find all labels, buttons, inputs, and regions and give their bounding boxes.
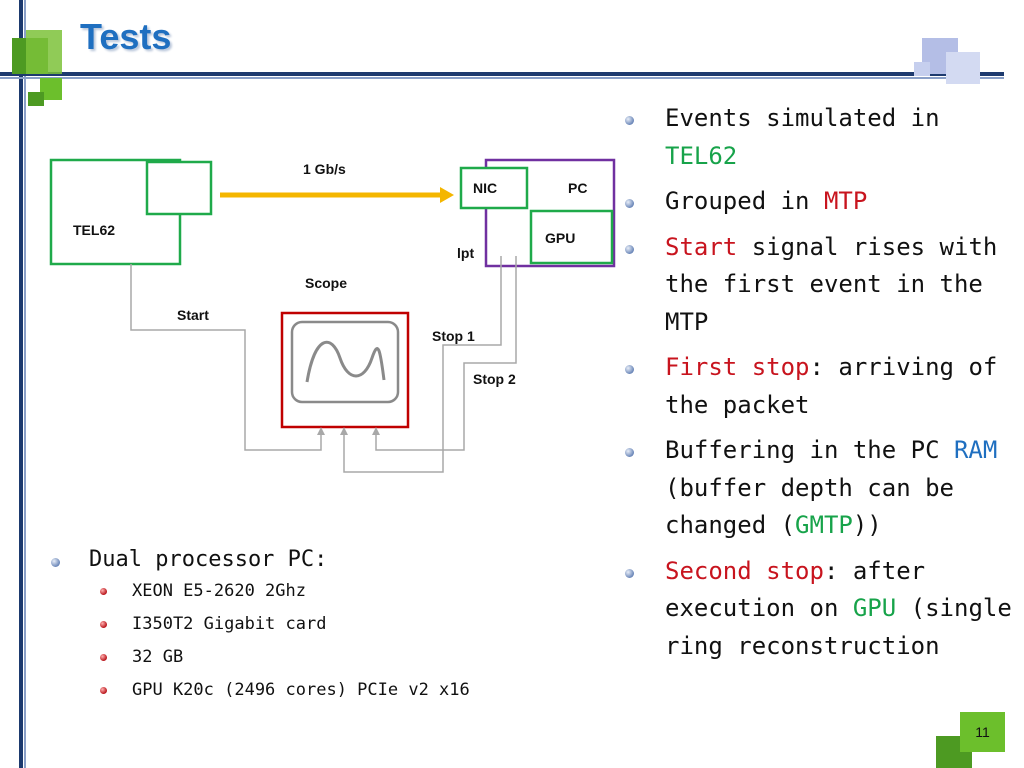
sub-bullet-icon [100, 588, 107, 595]
page-number: 11 [960, 712, 1005, 752]
highlighted-term: GMTP [795, 511, 853, 539]
start-wire [130, 264, 322, 451]
bullet-item: Events simulated in TEL62 [622, 100, 1022, 175]
bullet-icon [51, 558, 60, 567]
link-speed-label: 1 Gb/s [303, 161, 346, 177]
sub-bullet-item: 32 GB [100, 645, 568, 669]
highlighted-term: TEL62 [665, 141, 738, 170]
bullet-text: (single ring reconstruction [665, 594, 1012, 660]
bullet-icon [625, 448, 634, 457]
sub-bullet-text: I350T2 Gigabit card [132, 614, 327, 634]
bullet-text: Events simulated in [665, 104, 940, 132]
pc-box [484, 158, 616, 268]
bullet-icon [625, 244, 634, 254]
sub-bullet-item: GPU K20c (2496 cores) PCIe v2 x16 [100, 678, 568, 702]
bullet-icon [625, 116, 634, 125]
test-setup-diagram: TEL62 1 Gb/s NIC PC GPU lpt Scope Start … [49, 158, 616, 473]
scope-screen [290, 320, 400, 404]
decor-square [28, 92, 44, 106]
stop1-wire-arrowhead [340, 427, 348, 435]
bullet-item: Buffering in the PC RAM (buffer depth ca… [622, 432, 1022, 545]
highlighted-term: First stop [665, 353, 810, 381]
bullet-text: Buffering in the PC [665, 436, 954, 464]
gpu-box [529, 209, 614, 265]
scope-label: Scope [305, 275, 347, 291]
sub-bullet-icon [100, 621, 107, 628]
stop2-wire-arrowhead [372, 427, 380, 435]
bullet-text: )) [852, 511, 882, 539]
decor-square [914, 62, 930, 76]
sub-bullet-icon [100, 654, 107, 661]
bullet-item: Second stop: after execution on GPU (sin… [622, 553, 1022, 666]
sine-wave-icon [305, 340, 386, 383]
decor-square [26, 30, 62, 74]
hardware-bullets: Dual processor PC: XEON E5-2620 2Ghz I35… [48, 545, 568, 711]
gpu-label: GPU [545, 230, 575, 246]
sub-bullet-item: XEON E5-2620 2Ghz [100, 579, 568, 603]
tel62-label: TEL62 [73, 222, 115, 238]
highlighted-term: Second stop [665, 556, 824, 585]
frame-vertical-bar [19, 0, 23, 768]
bullet-icon [625, 568, 634, 578]
lpt-label: lpt [457, 245, 474, 261]
start-label: Start [177, 307, 209, 323]
pc-label: PC [568, 180, 587, 196]
stop2-wire [375, 256, 517, 451]
bullet-icon [625, 199, 634, 208]
sub-bullet-list: XEON E5-2620 2Ghz I350T2 Gigabit card 32… [48, 579, 568, 702]
stop1-wire [343, 256, 502, 473]
sub-bullet-icon [100, 687, 107, 694]
highlighted-term: MTP [823, 187, 868, 215]
bullet-text: (buffer depth can be changed ( [665, 473, 954, 540]
stop2-label: Stop 2 [473, 371, 516, 387]
bullet-item: First stop: arriving of the packet [622, 349, 1022, 424]
highlighted-term: GPU [852, 594, 897, 622]
sub-bullet-item: I350T2 Gigabit card [100, 612, 568, 636]
frame-vertical-bar-light [24, 0, 26, 768]
bullet-text: : arriving of the packet [665, 353, 998, 419]
bullet-item: Grouped in MTP [622, 183, 1022, 221]
bullet-item: Dual processor PC: [48, 545, 568, 575]
sub-bullet-text: GPU K20c (2496 cores) PCIe v2 x16 [132, 680, 470, 700]
bullet-text: Dual processor PC: [89, 547, 328, 572]
sub-bullet-text: XEON E5-2620 2Ghz [132, 581, 306, 601]
slide-title: Tests [80, 16, 172, 57]
bullet-text: : after execution on [665, 556, 926, 623]
bullet-text: Grouped in [665, 187, 824, 215]
highlighted-term: Start [665, 232, 738, 261]
start-wire-arrowhead [317, 427, 325, 435]
frame-horizontal-bar-light [0, 77, 1004, 79]
bullet-text: signal rises with the first event in the… [665, 232, 998, 336]
bullet-icon [625, 365, 634, 374]
link-arrowhead [440, 187, 454, 203]
decor-square [40, 78, 62, 100]
frame-horizontal-bar [0, 72, 1004, 76]
nic-box [459, 166, 529, 210]
bullet-item: Start signal rises with the first event … [622, 229, 1022, 342]
highlighted-term: RAM [953, 436, 998, 464]
decor-square [946, 52, 980, 84]
tel62-port-box [145, 160, 213, 216]
stop1-label: Stop 1 [432, 328, 475, 344]
sub-bullet-text: 32 GB [132, 647, 184, 667]
nic-label: NIC [473, 180, 497, 196]
